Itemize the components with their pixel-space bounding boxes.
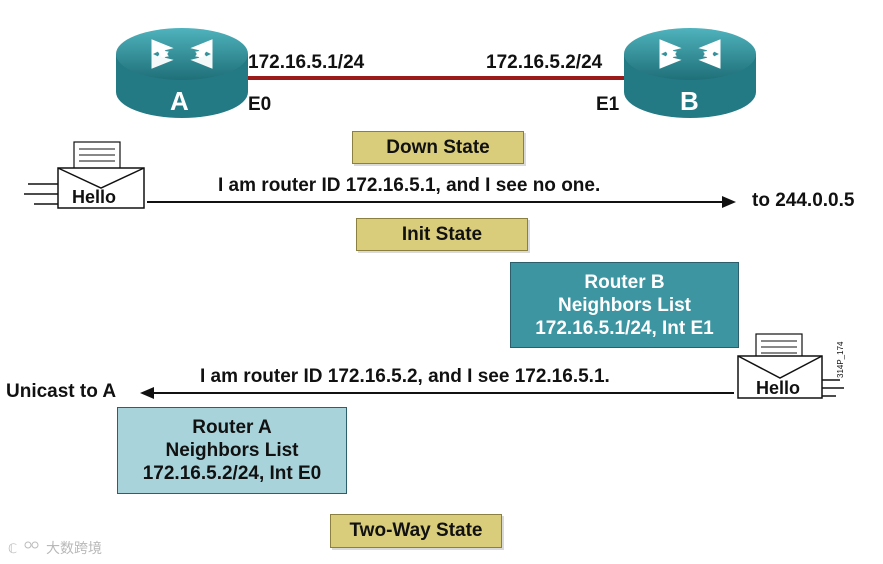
router-b-interface: E1	[596, 94, 620, 115]
down-state-label: Down State	[352, 131, 524, 164]
router-a-interface: E0	[248, 94, 272, 115]
router-b-icon	[624, 28, 756, 118]
watermark: ℂ 大数跨境	[8, 538, 102, 558]
svg-text:ℂ: ℂ	[8, 542, 17, 556]
watermark-text: 大数跨境	[46, 540, 102, 556]
router-b-neighbors-heading: Neighbors List	[557, 294, 691, 316]
init-state-label: Init State	[356, 218, 528, 251]
router-b-neighbors-list: Router B Neighbors List 172.16.5.1/24, I…	[510, 262, 739, 348]
router-a-neighbors-list: Router A Neighbors List 172.16.5.2/24, I…	[117, 407, 347, 494]
hello-envelope-icon	[737, 333, 844, 399]
watermark-logo-icon: ℂ	[8, 541, 39, 556]
router-a-neighbors-entry: 172.16.5.2/24, Int E0	[142, 463, 322, 484]
two-way-state-label: Two-Way State	[330, 514, 502, 548]
router-a-letter: A	[170, 86, 189, 116]
router-a-neighbors-heading: Neighbors List	[165, 440, 299, 461]
hello-envelope-label: Hello	[72, 187, 117, 207]
router-a-neighbors-title: Router A	[192, 417, 272, 438]
router-b-neighbors-title: Router B	[584, 271, 665, 293]
router-b-letter: B	[680, 86, 699, 116]
router-b-neighbors-entry: 172.16.5.1/24, Int E1	[535, 317, 714, 339]
router-a-ip: 172.16.5.1/24	[248, 52, 365, 73]
router-a-icon	[116, 28, 248, 118]
multicast-destination: to 244.0.0.5	[752, 190, 855, 211]
hello-message-1: I am router ID 172.16.5.1, and I see no …	[218, 175, 601, 196]
hello-envelope-label: Hello	[756, 378, 801, 398]
unicast-destination: Unicast to A	[6, 381, 117, 402]
hello-envelope-icon	[24, 141, 145, 209]
router-b-ip: 172.16.5.2/24	[486, 52, 603, 73]
hello-message-2: I am router ID 172.16.5.2, and I see 172…	[200, 366, 610, 387]
